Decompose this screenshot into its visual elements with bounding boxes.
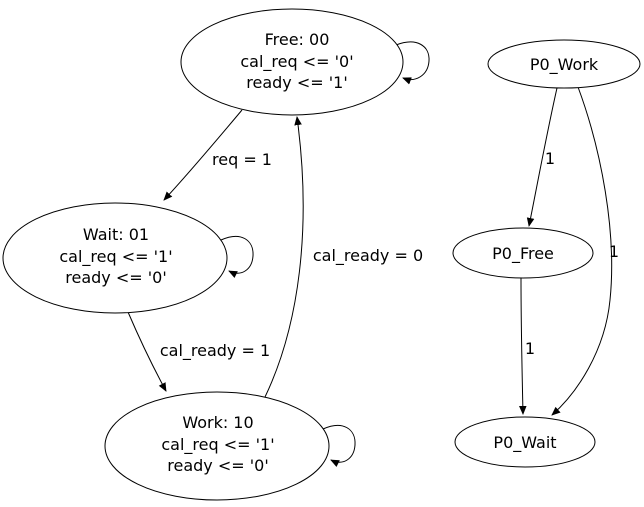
transition-label-p0work-p0free: 1 [545,149,555,168]
self-loop-work-edge [322,424,356,468]
state-p0-work-ellipse [487,39,641,89]
state-work-title: Work: 10 [182,413,253,432]
state-work-node: Work: 10 cal_req <= '1' ready <= '0' [104,391,330,501]
state-p0-free-ellipse [452,227,594,279]
state-wait-title: Wait: 01 [83,225,149,244]
self-loop-free-edge [395,41,430,85]
transition-p0free-to-p0wait-edge [519,277,527,415]
state-p0-free-node: P0_Free [452,227,594,279]
state-work-ellipse [104,391,330,501]
state-wait-ellipse [2,202,228,314]
transition-label-cal-ready-1: cal_ready = 1 [160,341,270,361]
transition-label-p0free-p0wait: 1 [525,339,535,358]
transition-wait-to-work-edge [127,311,167,392]
self-loop-wait-edge [220,235,254,279]
transition-free-to-wait-edge [163,109,243,201]
priority-graph: 1 1 1 P0_Work P0_Free P0_Wait [452,39,641,468]
state-wait-node: Wait: 01 cal_req <= '1' ready <= '0' [2,202,228,314]
transition-p0work-to-p0wait-edge [551,86,613,416]
state-p0-work-title: P0_Work [530,55,599,75]
fsm-graph: req = 1 cal_ready = 1 cal_ready = 0 Free… [2,8,430,501]
state-free-title: Free: 00 [265,30,330,49]
state-free-ellipse [180,8,404,116]
transition-label-cal-ready-0: cal_ready = 0 [313,246,423,266]
state-p0-work-node: P0_Work [487,39,641,89]
state-wait-action-1: cal_req <= '1' [59,247,172,267]
transition-label-req-1: req = 1 [212,150,272,169]
state-p0-wait-ellipse [454,416,596,468]
transition-p0work-to-p0free-edge [526,87,558,227]
state-p0-wait-title: P0_Wait [493,433,556,453]
state-work-action-1: cal_req <= '1' [161,435,274,455]
state-wait-action-2: ready <= '0' [65,268,166,287]
state-work-action-2: ready <= '0' [167,456,268,475]
state-free-action-2: ready <= '1' [246,73,347,92]
transition-work-to-free-edge [264,116,304,398]
transition-label-p0work-p0wait: 1 [609,242,619,261]
state-p0-wait-node: P0_Wait [454,416,596,468]
state-free-node: Free: 00 cal_req <= '0' ready <= '1' [180,8,404,116]
state-p0-free-title: P0_Free [492,244,554,264]
state-free-action-1: cal_req <= '0' [240,52,353,72]
